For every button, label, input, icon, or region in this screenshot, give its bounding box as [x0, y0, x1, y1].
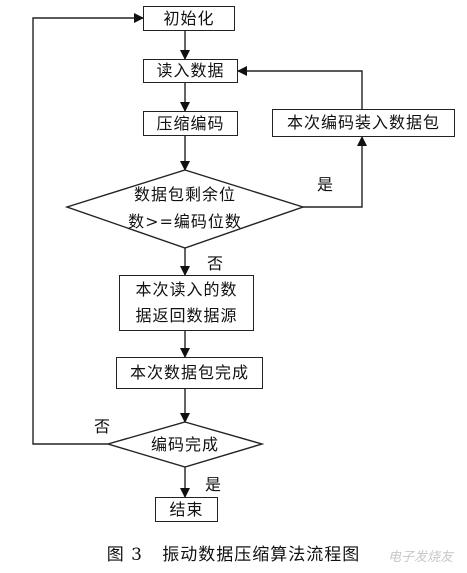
- node-compress-encode-text: 压缩编码: [156, 113, 225, 133]
- decision-remaining-text: 数据包剩余位 数>=编码位数: [128, 185, 242, 231]
- node-packet-done-text: 本次数据包完成: [129, 363, 249, 382]
- node-return-data-text: 本次读入的数 据返回数据源: [135, 280, 238, 325]
- label-no-init: 否: [94, 417, 111, 436]
- edge-pack-read: [237, 66, 363, 109]
- figure-caption: 图 3 振动数据压缩算法流程图: [106, 545, 361, 565]
- edge-decision-pack: [303, 136, 367, 208]
- node-pack-into-packet: 本次编码装入数据包: [272, 109, 455, 137]
- edge-encodedone-init: [32, 13, 144, 445]
- label-no-return: 否: [207, 254, 224, 273]
- decision-encode-done-text: 编码完成: [150, 434, 219, 454]
- decision-remaining-shape: [64, 169, 306, 249]
- node-end-text: 结束: [169, 499, 204, 519]
- node-init: 初始化: [143, 6, 235, 31]
- node-return-data: 本次读入的数 据返回数据源: [119, 275, 254, 331]
- node-pack-into-packet-text: 本次编码装入数据包: [286, 113, 440, 132]
- node-read-data-text: 读入数据: [156, 61, 225, 80]
- node-read-data: 读入数据: [143, 59, 238, 83]
- watermark-text: 电子发烧友: [387, 550, 453, 565]
- decision-encode-done-shape: [105, 421, 265, 468]
- label-yes-pack: 是: [317, 175, 334, 194]
- label-yes-end: 是: [205, 475, 222, 494]
- node-packet-done: 本次数据包完成: [116, 357, 263, 389]
- node-compress-encode: 压缩编码: [143, 111, 238, 136]
- node-init-text: 初始化: [163, 8, 215, 28]
- node-end: 结束: [155, 497, 218, 522]
